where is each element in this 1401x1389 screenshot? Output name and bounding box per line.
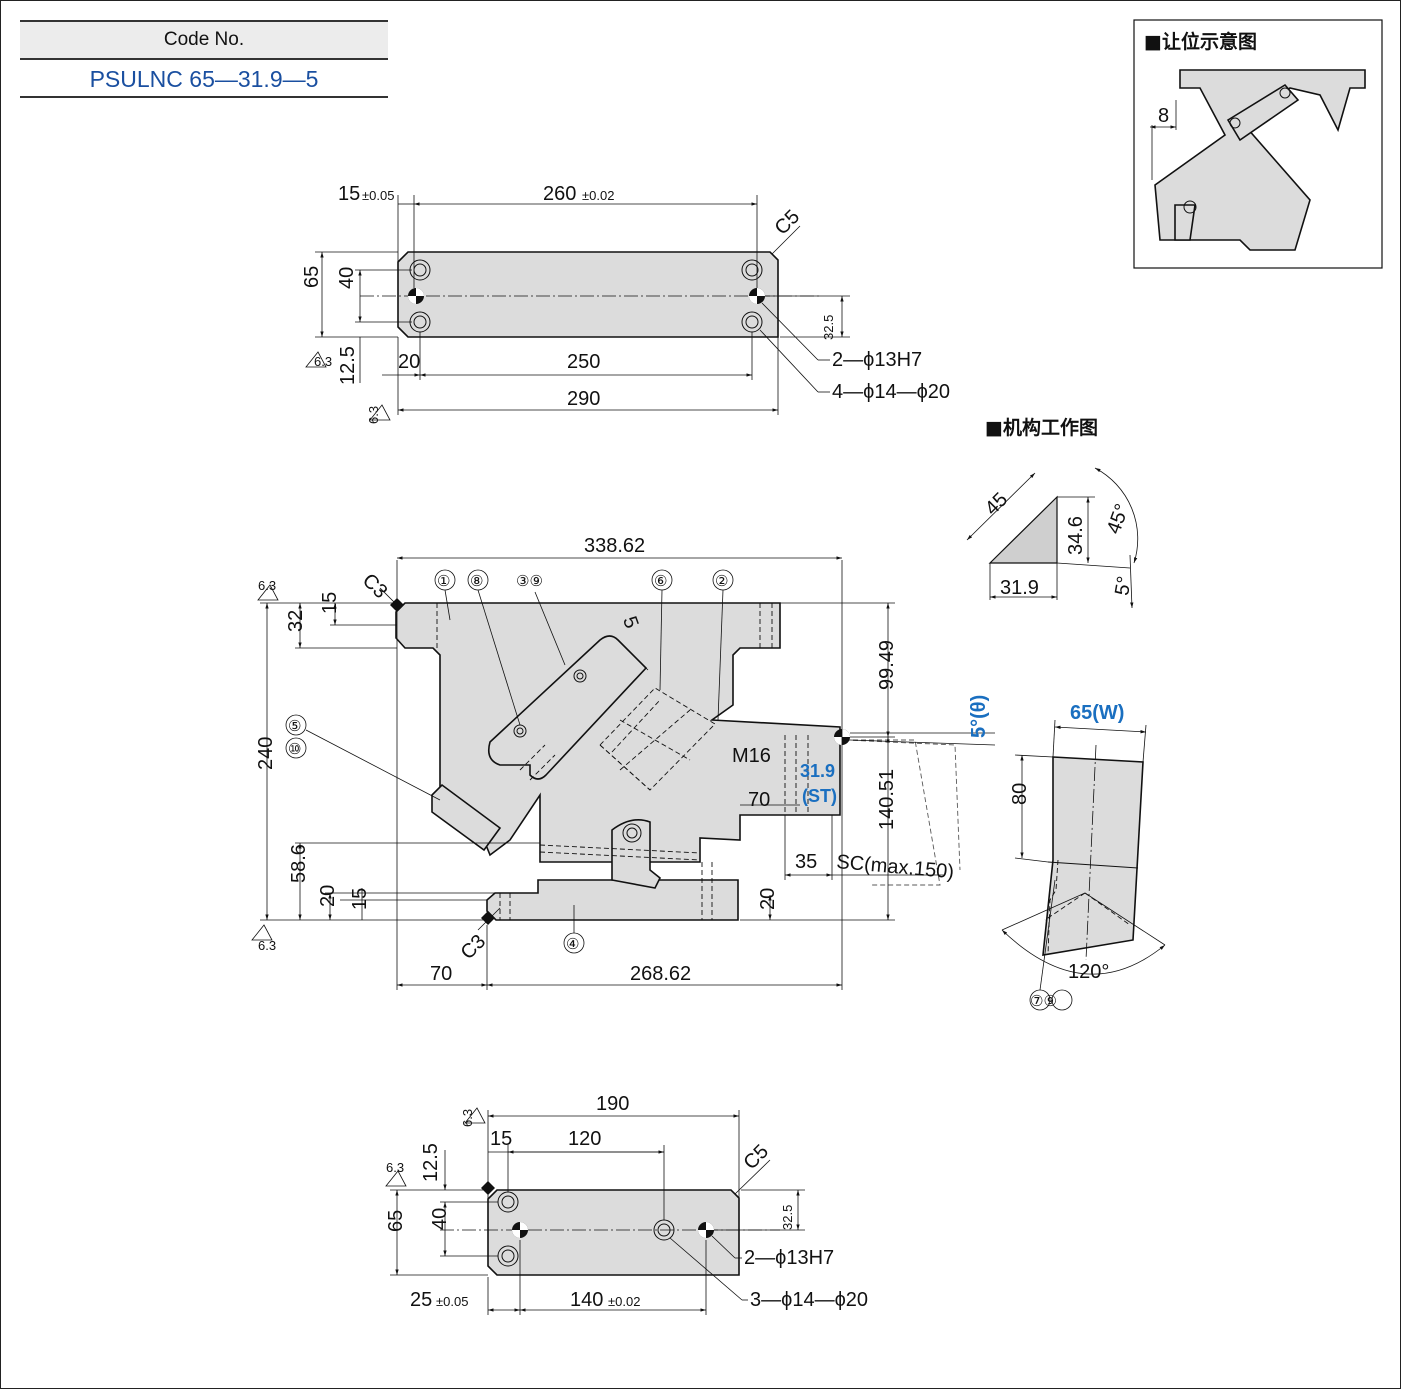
part-balloons: ① ⑧ ③⑨ ⑥ ② ⑤ ⑩ ④ [285, 569, 734, 954]
bottom-tol-005: ±0.05 [436, 1294, 468, 1309]
side-dim-80: 80 [1009, 783, 1031, 805]
cam-pad [431, 783, 502, 852]
svg-text:⑩: ⑩ [288, 741, 301, 758]
bottom-plate [487, 1189, 740, 1276]
bottom-dim-120: 120 [568, 1128, 601, 1150]
dim-sc-max: SC(max.150) [836, 851, 955, 883]
bottom-hole-13h7: 2—ϕ13H7 [744, 1247, 834, 1269]
relief-inset: ■让位示意图 8 [1133, 19, 1383, 269]
tol-005: ±0.05 [362, 188, 394, 203]
bottom-view: 190 6.3 15 120 C5 12.5 65 6.3 40 32.5 25… [385, 1093, 868, 1315]
roughness-front-bottom: 6.3 [258, 938, 276, 953]
dim-40: 40 [336, 267, 358, 289]
bottom-hole-14-20: 3—ϕ14—ϕ20 [750, 1289, 868, 1311]
bottom-chamfer-c5: C5 [739, 1140, 773, 1174]
mech-dim-34-6: 34.6 [1065, 516, 1087, 555]
bottom-dim-140: 140 [570, 1289, 603, 1311]
dim-20-front: 20 [317, 885, 339, 907]
top-view: 15 ±0.05 260 ±0.02 C5 65 40 32.5 12.5 6.… [301, 183, 950, 424]
dim-65: 65 [301, 266, 323, 288]
bottom-dim-65: 65 [385, 1210, 407, 1232]
bottom-dim-40: 40 [429, 1208, 451, 1230]
top-plate [397, 251, 779, 338]
front-view: 338.62 C3 32 15 240 6.3 6.3 58.6 20 15 C… [251, 535, 996, 990]
dim-32-5: 32.5 [821, 315, 836, 340]
mech-dim-45: 45 [981, 489, 1012, 520]
side-part-balloons: ⑦⑨ [1030, 993, 1057, 1010]
relief-dim-8: 8 [1158, 105, 1169, 127]
bottom-dim-12-5: 12.5 [420, 1143, 442, 1182]
dim-70: 70 [430, 963, 452, 985]
side-width-w: 65(W) [1070, 702, 1124, 724]
stroke-label: (ST) [802, 786, 837, 806]
dim-15: 15 [338, 183, 360, 205]
roughness-mark [305, 351, 327, 368]
side-view: 65(W) 80 120° ⑦⑨ [1001, 702, 1166, 1011]
bottom-dim-25: 25 [410, 1289, 432, 1311]
svg-text:①: ① [437, 573, 450, 590]
dim-58-6: 58.6 [288, 844, 310, 883]
mechanism-title: ■机构工作图 [985, 416, 1098, 439]
dim-15-front: 15 [319, 592, 341, 614]
code-number-value: PSULNC 65—31.9—5 [20, 60, 388, 98]
thread-m16: M16 [732, 745, 771, 767]
chamfer-c5: C5 [771, 206, 805, 240]
bottom-roughness-1: 6.3 [460, 1109, 475, 1127]
dim-32: 32 [285, 610, 307, 632]
code-number-box: Code No. PSULNC 65—31.9—5 [20, 20, 388, 98]
relief-title: ■让位示意图 [1144, 30, 1257, 53]
dim-290: 290 [567, 388, 600, 410]
dim-20: 20 [398, 351, 420, 373]
side-angle-120: 120° [1068, 961, 1109, 983]
dim-35: 35 [795, 851, 817, 873]
svg-text:④: ④ [566, 936, 579, 953]
svg-text:⑧: ⑧ [470, 573, 483, 590]
tol-002: ±0.02 [582, 188, 614, 203]
stroke-value: 31.9 [800, 761, 835, 781]
mech-ang-5: 5° [1111, 575, 1136, 598]
mech-dim-31-9: 31.9 [1000, 577, 1039, 599]
mechanism-inset: ■机构工作图 45 34.6 45° 31.9 5° [966, 416, 1139, 609]
angle-theta: 5°(θ) [968, 695, 990, 738]
hole-callout-14-20: 4—ϕ14—ϕ20 [832, 381, 950, 403]
dim-140-51: 140.51 [876, 769, 898, 830]
svg-text:⑤: ⑤ [288, 718, 301, 735]
roughness-value-2: 6.3 [366, 406, 381, 424]
roughness-value: 6.3 [314, 354, 332, 369]
svg-text:③⑨: ③⑨ [516, 573, 543, 590]
dim-20-right: 20 [757, 888, 779, 910]
roughness-front-top: 6.3 [258, 578, 276, 593]
mech-ang-45: 45° [1103, 501, 1134, 537]
dim-240: 240 [255, 737, 277, 770]
bottom-tol-002: ±0.02 [608, 1294, 640, 1309]
dim-338-62: 338.62 [584, 535, 645, 557]
dim-15-lower: 15 [349, 888, 371, 910]
bottom-dim-15: 15 [490, 1128, 512, 1150]
dim-99-49: 99.49 [876, 640, 898, 690]
bottom-holes [497, 1191, 714, 1267]
code-number-header: Code No. [20, 20, 388, 60]
bottom-dim-32-5: 32.5 [780, 1205, 795, 1230]
main-body [395, 602, 841, 863]
hole-callout-13h7: 2—ϕ13H7 [832, 349, 922, 371]
dim-260: 260 [543, 183, 576, 205]
chamfer-c3-bottom: C3 [457, 930, 491, 964]
cam-slider [487, 635, 648, 780]
dim-268-62: 268.62 [630, 963, 691, 985]
bottom-roughness-2: 6.3 [386, 1160, 404, 1175]
dim-250: 250 [567, 351, 600, 373]
side-block [1042, 756, 1144, 956]
chamfer-c3-top: C3 [358, 569, 392, 603]
dim-70-inner: 70 [748, 789, 770, 811]
dim-12-5: 12.5 [337, 346, 359, 385]
lower-plate [486, 879, 739, 921]
svg-text:⑥: ⑥ [654, 573, 667, 590]
bottom-dim-190: 190 [596, 1093, 629, 1115]
svg-text:②: ② [715, 573, 728, 590]
